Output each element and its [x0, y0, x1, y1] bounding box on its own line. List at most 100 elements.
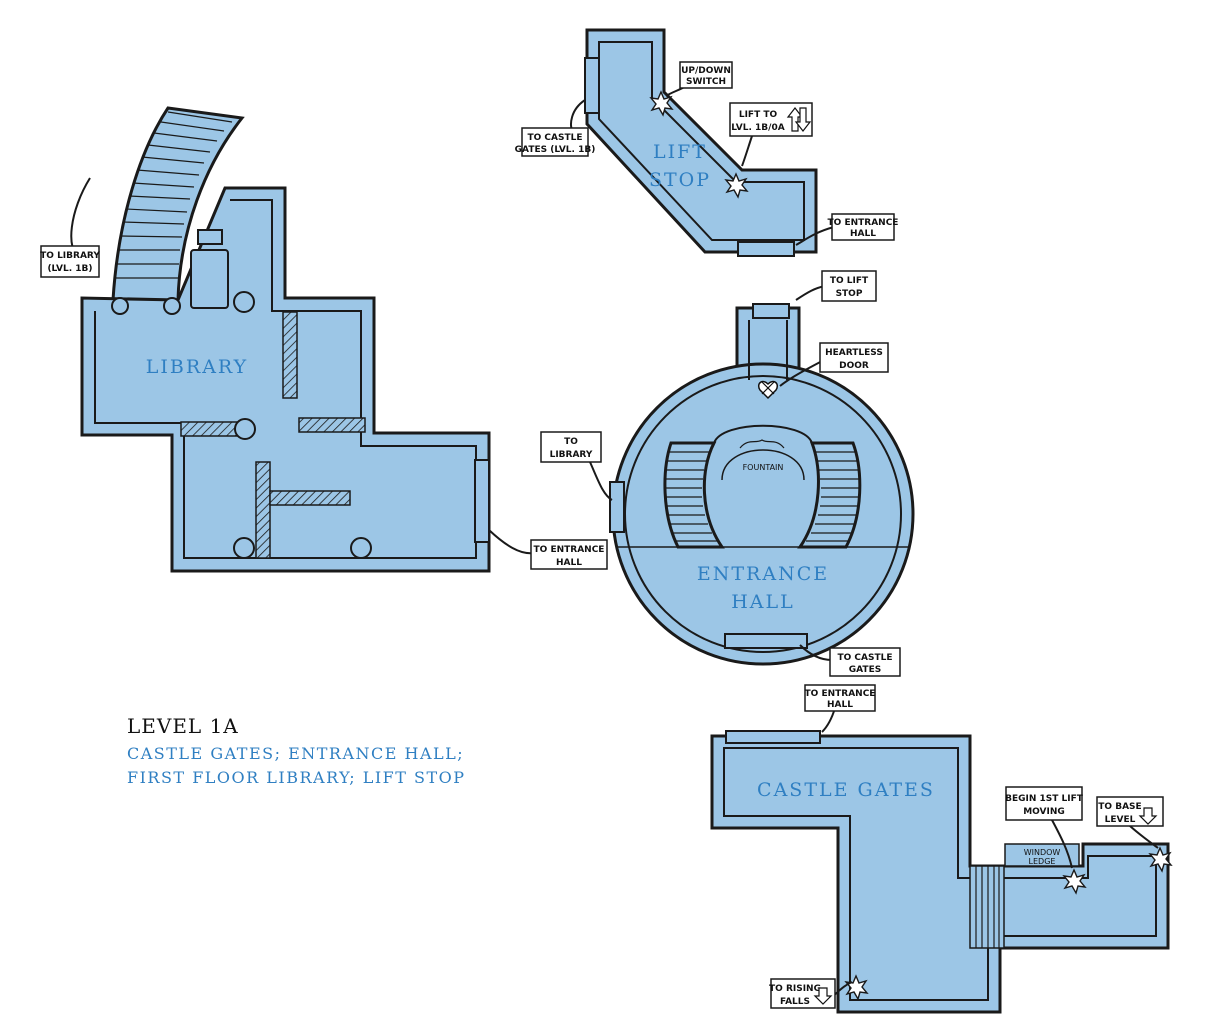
svg-text:TO ENTRANCE: TO ENTRANCE [828, 218, 899, 228]
lift-stop-room[interactable]: LIFT STOP [584, 28, 818, 257]
svg-text:TO LIFT: TO LIFT [830, 276, 869, 286]
library-wall [298, 417, 366, 433]
entrance-hall-floor[interactable] [611, 362, 915, 666]
library-room[interactable]: LIBRARY [80, 106, 491, 573]
svg-text:LIFT TO: LIFT TO [739, 110, 778, 120]
svg-text:TO: TO [564, 437, 578, 447]
hall-stair-steps-left [665, 451, 717, 542]
hall-door-north[interactable] [752, 303, 790, 319]
svg-text:GATES: GATES [849, 665, 881, 675]
to-rising-falls-marker-icon[interactable] [844, 974, 869, 1001]
legend-title: LEVEL 1A [127, 714, 239, 738]
library-pedestal [190, 229, 229, 309]
callout-leader [795, 226, 835, 246]
lift-door-south[interactable] [737, 241, 795, 257]
castle-gates-room[interactable]: WINDOW LEDGE CASTLE GATES [710, 730, 1173, 1014]
library-pillar [233, 537, 255, 559]
library-pillar [233, 291, 255, 313]
callout-updown-switch: UP/DOWN SWITCH [679, 61, 733, 89]
library-wall [269, 490, 351, 506]
library-stair-steps [116, 111, 233, 279]
callout-leader [589, 461, 613, 501]
svg-text:TO ENTRANCE: TO ENTRANCE [805, 689, 876, 699]
gates-door-north[interactable] [725, 730, 821, 744]
svg-text:FALLS: FALLS [780, 997, 810, 1007]
svg-text:TO RISING: TO RISING [769, 984, 821, 994]
svg-text:TO BASE: TO BASE [1098, 802, 1141, 812]
callout-lift-to-gates: TO CASTLE GATES (LVL. 1B) [515, 127, 596, 157]
entrance-hall-label-2: HALL [731, 591, 795, 613]
hall-door-south[interactable] [724, 633, 808, 649]
svg-text:MOVING: MOVING [1023, 807, 1065, 817]
hall-stairs-right[interactable] [797, 441, 862, 549]
svg-text:(LVL. 1B): (LVL. 1B) [47, 264, 92, 274]
svg-text:GATES (LVL. 1B): GATES (LVL. 1B) [515, 145, 596, 155]
down-arrow-icon [813, 987, 833, 1005]
svg-text:HALL: HALL [556, 558, 582, 568]
svg-text:SWITCH: SWITCH [686, 77, 726, 87]
entrance-hall-label-1: ENTRANCE [697, 563, 829, 585]
svg-text:LEVEL: LEVEL [1105, 815, 1136, 825]
library-stairs[interactable] [111, 106, 245, 302]
svg-text:STOP: STOP [836, 289, 863, 299]
svg-text:TO CASTLE: TO CASTLE [838, 653, 893, 663]
lift-label-2: STOP [649, 169, 711, 191]
svg-text:TO CASTLE: TO CASTLE [528, 133, 583, 143]
lift-door-west[interactable] [584, 57, 600, 114]
svg-text:HALL: HALL [850, 229, 876, 239]
callout-hall-to-lift: TO LIFT STOP [821, 270, 877, 302]
callout-to-rising-falls: TO RISING FALLS [769, 978, 836, 1009]
callout-leader [741, 135, 753, 167]
callout-lift-to-level: LIFT TO LVL. 1B/0A [729, 102, 813, 137]
svg-text:LVL. 1B/0A: LVL. 1B/0A [731, 123, 784, 133]
hall-stairs-left[interactable] [663, 441, 725, 549]
svg-text:TO LIBRARY: TO LIBRARY [40, 251, 100, 261]
svg-text:TO ENTRANCE: TO ENTRANCE [534, 545, 605, 555]
library-door-east[interactable] [474, 459, 490, 543]
callout-leader [795, 285, 826, 301]
castle-gates-floor[interactable] [710, 734, 1170, 1014]
callout-library-to-library: TO LIBRARY (LVL. 1B) [40, 245, 100, 278]
hall-stair-steps-right [806, 451, 859, 542]
legend-line-2: FIRST FLOOR LIBRARY; LIFT STOP [127, 768, 466, 787]
callout-hall-to-gates: TO CASTLE GATES [829, 647, 901, 677]
svg-text:HALL: HALL [827, 700, 853, 710]
fountain [721, 449, 805, 481]
callout-leader [1051, 819, 1073, 869]
up-down-arrows-icon [786, 107, 812, 132]
to-base-marker-icon[interactable] [1148, 846, 1173, 873]
svg-text:UP/DOWN: UP/DOWN [681, 66, 731, 76]
library-label: LIBRARY [146, 356, 248, 378]
callout-leader [799, 644, 833, 661]
svg-text:DOOR: DOOR [839, 361, 869, 371]
heartless-door-icon[interactable] [757, 380, 779, 400]
gates-stairs[interactable] [969, 865, 1005, 949]
fountain-label: FOUNTAIN [743, 463, 784, 472]
library-pillar [234, 418, 256, 440]
callout-leader [570, 99, 586, 131]
svg-text:HEARTLESS: HEARTLESS [825, 348, 883, 358]
begin-lift-marker-icon[interactable] [1062, 868, 1087, 895]
callout-begin-lift: BEGIN 1ST LIFT MOVING [1005, 786, 1084, 821]
down-arrow-icon [1138, 807, 1158, 825]
lift-marker-icon[interactable] [724, 172, 749, 199]
callout-leader [488, 529, 535, 555]
callout-heartless-door: HEARTLESS DOOR [819, 342, 889, 373]
entrance-hall-room[interactable]: FOUNTAIN ENTRANCE HALL [609, 303, 915, 666]
lift-stop-floor[interactable] [585, 28, 818, 254]
window-ledge[interactable] [1004, 843, 1080, 867]
library-wall [255, 461, 271, 559]
callout-hall-to-library: TO LIBRARY [540, 431, 602, 463]
svg-text:LIBRARY: LIBRARY [550, 450, 593, 460]
library-pillar [350, 537, 372, 559]
castle-gates-label: CASTLE GATES [757, 779, 935, 801]
library-wall [180, 421, 239, 437]
lift-label-1: LIFT [653, 141, 707, 163]
hall-door-west[interactable] [609, 481, 625, 533]
callout-lift-to-entrance: TO ENTRANCE HALL [828, 213, 899, 241]
library-wall [282, 311, 298, 399]
updown-switch-icon[interactable] [649, 90, 674, 117]
callout-leader [1129, 825, 1159, 849]
callout-gates-to-entrance: TO ENTRANCE HALL [804, 684, 876, 712]
